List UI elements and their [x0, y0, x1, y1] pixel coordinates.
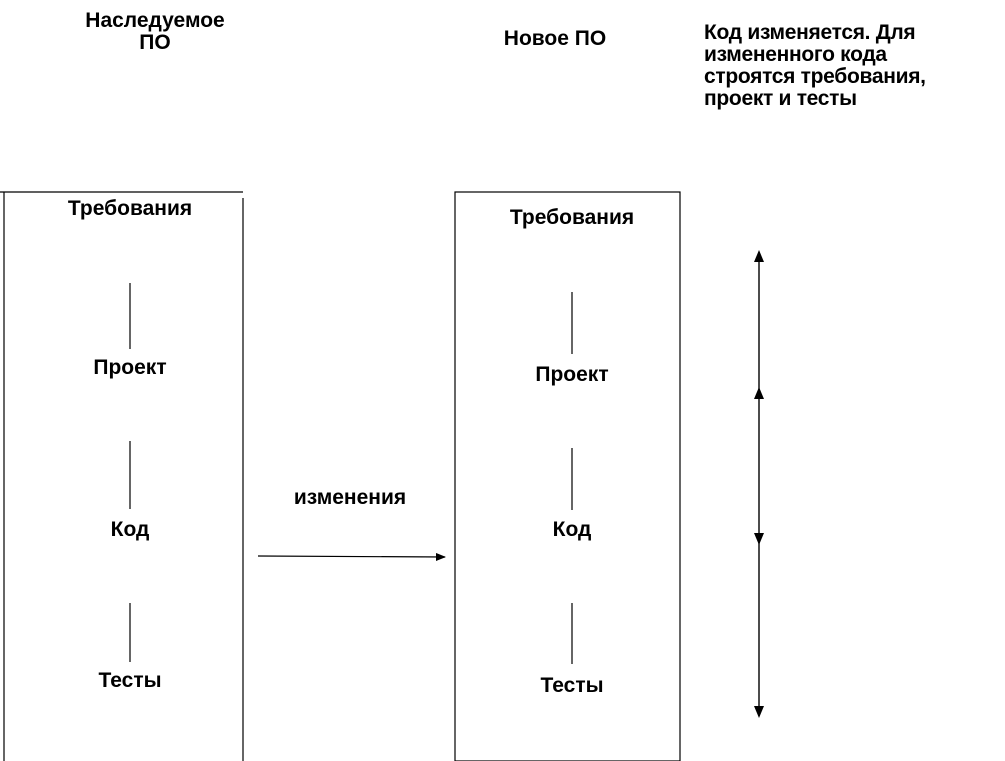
legacy-software-title: Наследуемое ПО — [60, 10, 250, 54]
note-line-1: Код изменяется. Для — [704, 21, 916, 44]
legacy-stage-requirements: Требования — [67, 197, 193, 220]
arrowhead-up-middle — [754, 387, 764, 399]
legacy-stage-tests: Тесты — [98, 669, 162, 692]
note-line-4: проект и тесты — [704, 87, 857, 110]
legacy-stage-design: Проект — [93, 356, 167, 379]
new-stage-design: Проект — [535, 363, 609, 386]
arrowhead-down-middle — [754, 533, 764, 545]
legacy-title-line-1: Наследуемое — [85, 9, 225, 32]
legacy-title-line-2: ПО — [139, 31, 171, 54]
new-stage-tests: Тесты — [540, 674, 604, 697]
note-line-3: строятся требования, — [704, 65, 926, 88]
legacy-software-box — [0, 191, 244, 761]
arrowhead-down-bottom — [754, 706, 764, 718]
transition-label: изменения — [293, 486, 407, 509]
new-software-title: Новое ПО — [503, 27, 607, 50]
vertical-process-arrow — [754, 250, 764, 718]
new-software-box — [454, 191, 681, 761]
process-note: Код изменяется. Для измененного кода стр… — [704, 22, 926, 110]
new-stage-requirements: Требования — [509, 206, 635, 229]
legacy-stage-code: Код — [110, 518, 150, 541]
new-stage-code: Код — [552, 518, 592, 541]
note-line-2: измененного кода — [704, 43, 887, 66]
arrowhead-up-top — [754, 250, 764, 262]
change-arrow — [257, 552, 446, 561]
